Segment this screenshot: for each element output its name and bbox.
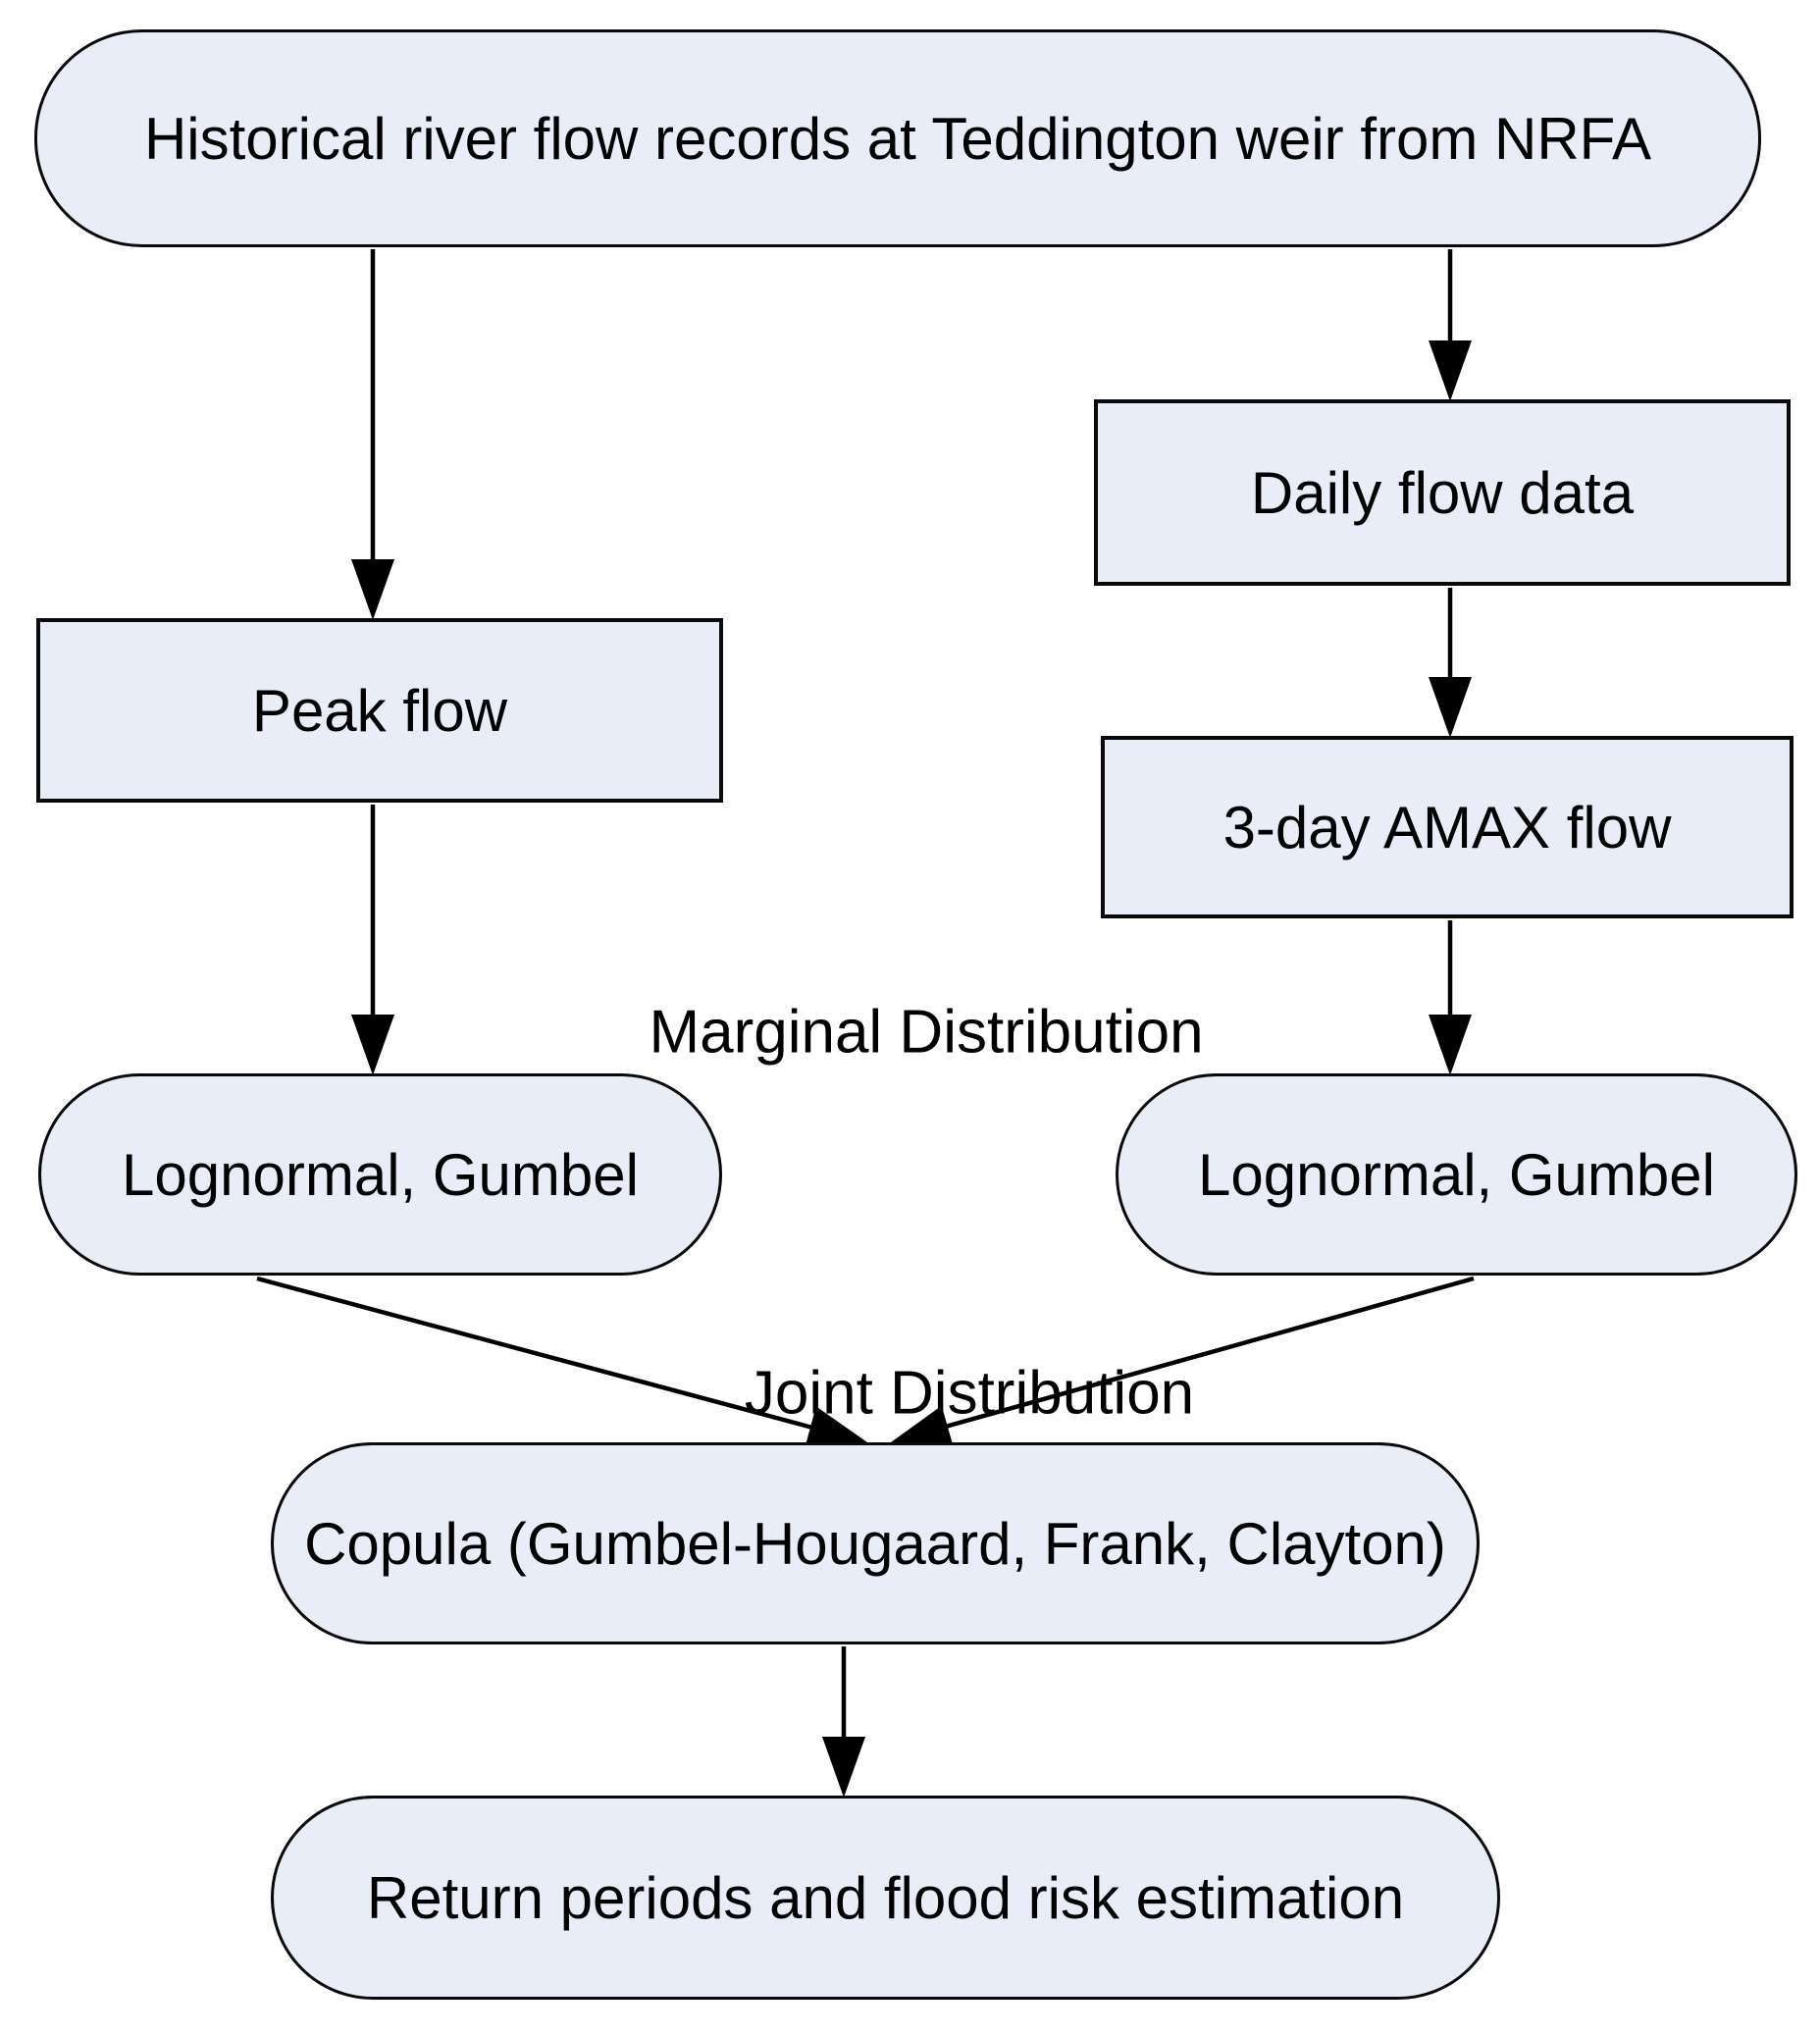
arrow-marginal-left-to-copula [256,1276,867,1448]
arrow-amax-flow-to-marginal-right [1429,920,1472,1075]
label-marginal-distribution: Marginal Distribution [649,998,1204,1067]
arrow-historical-to-daily-flow [1429,249,1472,401]
label-joint-distribution: Joint Distribution [744,1359,1195,1428]
node-copula-label: Copula (Gumbel-Hougaard, Frank, Clayton) [304,1510,1446,1577]
node-historical-records: Historical river flow records at Tedding… [34,29,1761,247]
node-daily-flow-label: Daily flow data [1250,459,1635,526]
node-marginal-right: Lognormal, Gumbel [1116,1073,1797,1276]
node-marginal-right-label: Lognormal, Gumbel [1198,1141,1715,1208]
node-peak-flow-label: Peak flow [251,677,508,744]
arrow-copula-to-result [822,1646,865,1798]
arrow-marginal-right-to-copula [891,1276,1475,1447]
node-amax-flow: 3-day AMAX flow [1101,736,1794,918]
node-marginal-left-label: Lognormal, Gumbel [122,1141,639,1208]
node-daily-flow: Daily flow data [1094,399,1791,586]
node-result-label: Return periods and flood risk estimation [366,1864,1405,1931]
node-result: Return periods and flood risk estimation [271,1796,1500,2000]
node-amax-flow-label: 3-day AMAX flow [1222,794,1672,861]
arrow-peak-flow-to-marginal-left [351,805,394,1075]
node-marginal-left: Lognormal, Gumbel [38,1073,722,1276]
node-peak-flow: Peak flow [36,618,723,803]
node-historical-records-label: Historical river flow records at Tedding… [143,105,1652,172]
arrow-historical-to-peak-flow [351,249,394,620]
node-copula: Copula (Gumbel-Hougaard, Frank, Clayton) [271,1442,1480,1644]
arrow-daily-flow-to-amax-flow [1429,588,1472,738]
